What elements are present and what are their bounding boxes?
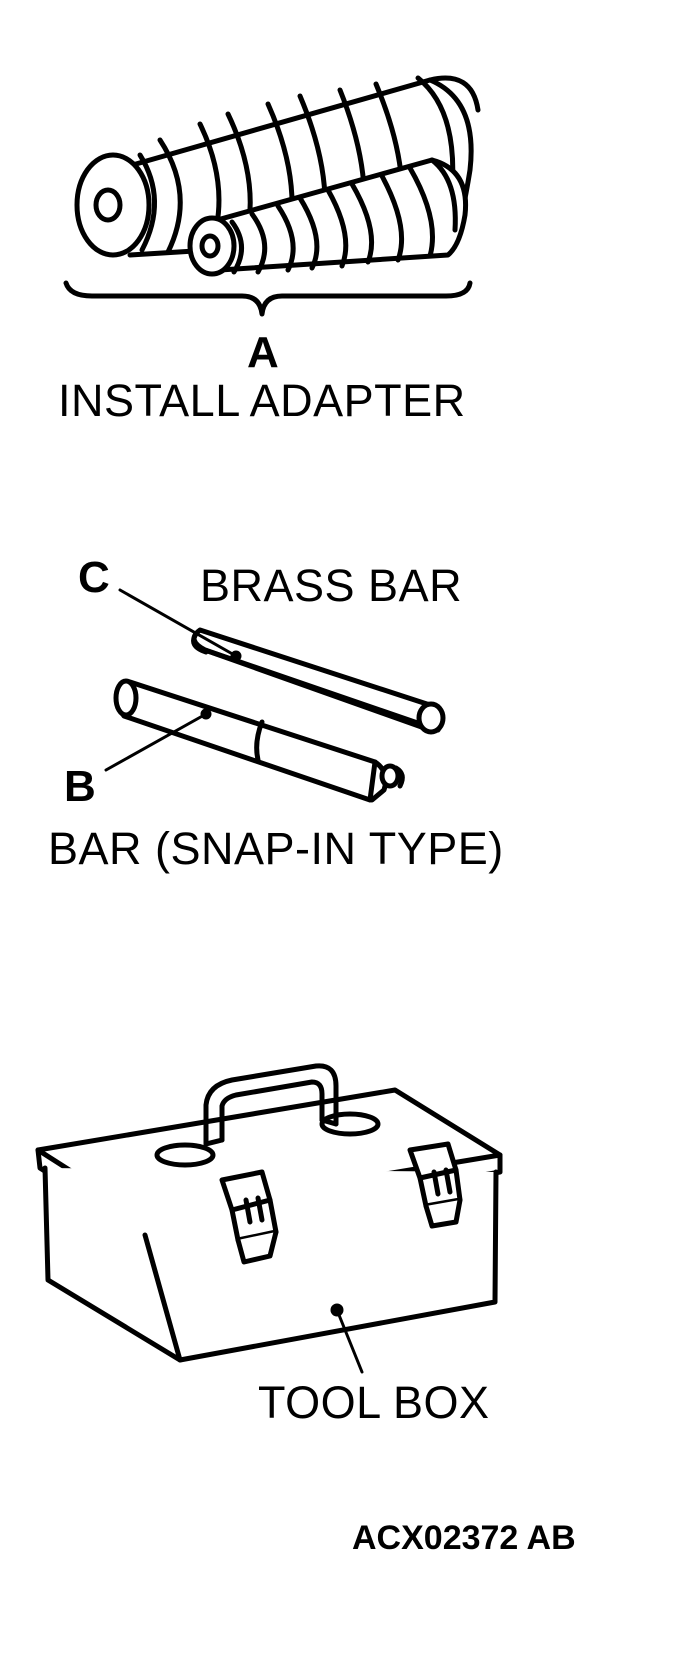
tool-box-handle xyxy=(203,1063,339,1147)
label-c: C xyxy=(78,553,110,602)
caption-tool-box: TOOL BOX xyxy=(258,1377,490,1428)
grouping-brace xyxy=(63,280,473,317)
leader-c xyxy=(118,588,238,658)
left-latch xyxy=(219,1169,279,1265)
leader-tool-box xyxy=(335,1308,364,1374)
label-b: B xyxy=(64,762,96,811)
caption-snap-in-bar: BAR (SNAP-IN TYPE) xyxy=(48,823,504,874)
right-latch xyxy=(407,1141,463,1229)
label-a: A xyxy=(247,328,279,377)
tool-box-drawing xyxy=(35,1063,503,1374)
caption-install-adapter: INSTALL ADAPTER xyxy=(58,375,466,426)
brass-bar-drawing xyxy=(118,588,446,735)
caption-brass-bar: BRASS BAR xyxy=(200,560,463,611)
install-adapter-drawing xyxy=(63,75,481,317)
figure-code: ACX02372 AB xyxy=(352,1519,576,1557)
small-adapter xyxy=(187,157,469,277)
leader-b xyxy=(104,712,208,772)
snap-in-bar-drawing xyxy=(104,678,405,803)
